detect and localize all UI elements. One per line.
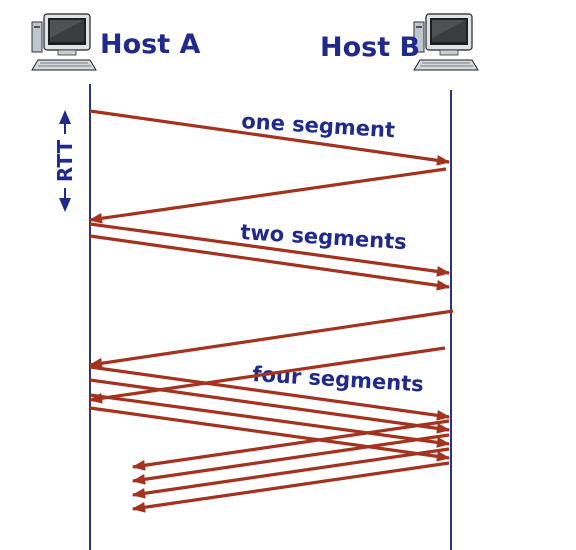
rtt-label: RTT bbox=[53, 140, 77, 183]
ack-arrow bbox=[131, 461, 450, 513]
segment-arrow bbox=[89, 365, 451, 421]
ack-arrow bbox=[131, 447, 450, 499]
segment-arrow bbox=[89, 406, 451, 462]
arrows bbox=[88, 109, 454, 513]
computer-icon-host-a bbox=[31, 13, 97, 71]
segment-arrow bbox=[89, 222, 451, 277]
ack-arrow bbox=[88, 167, 447, 224]
segment-arrow bbox=[89, 393, 451, 448]
segment-arrow bbox=[89, 109, 451, 166]
host-b-label: Host B bbox=[320, 32, 420, 63]
label-one-segment: one segment bbox=[241, 109, 396, 142]
rtt-indicator: RTT bbox=[53, 110, 77, 212]
segment-arrow bbox=[89, 378, 451, 434]
ack-arrow bbox=[131, 433, 450, 485]
segment-arrow bbox=[89, 234, 451, 291]
computer-icon-host-b bbox=[413, 13, 479, 71]
ack-arrow bbox=[88, 346, 446, 404]
host-a-label: Host A bbox=[100, 29, 201, 60]
ack-arrow bbox=[131, 419, 450, 471]
ack-arrow bbox=[88, 309, 454, 369]
label-four-segments: four segments bbox=[252, 362, 425, 396]
